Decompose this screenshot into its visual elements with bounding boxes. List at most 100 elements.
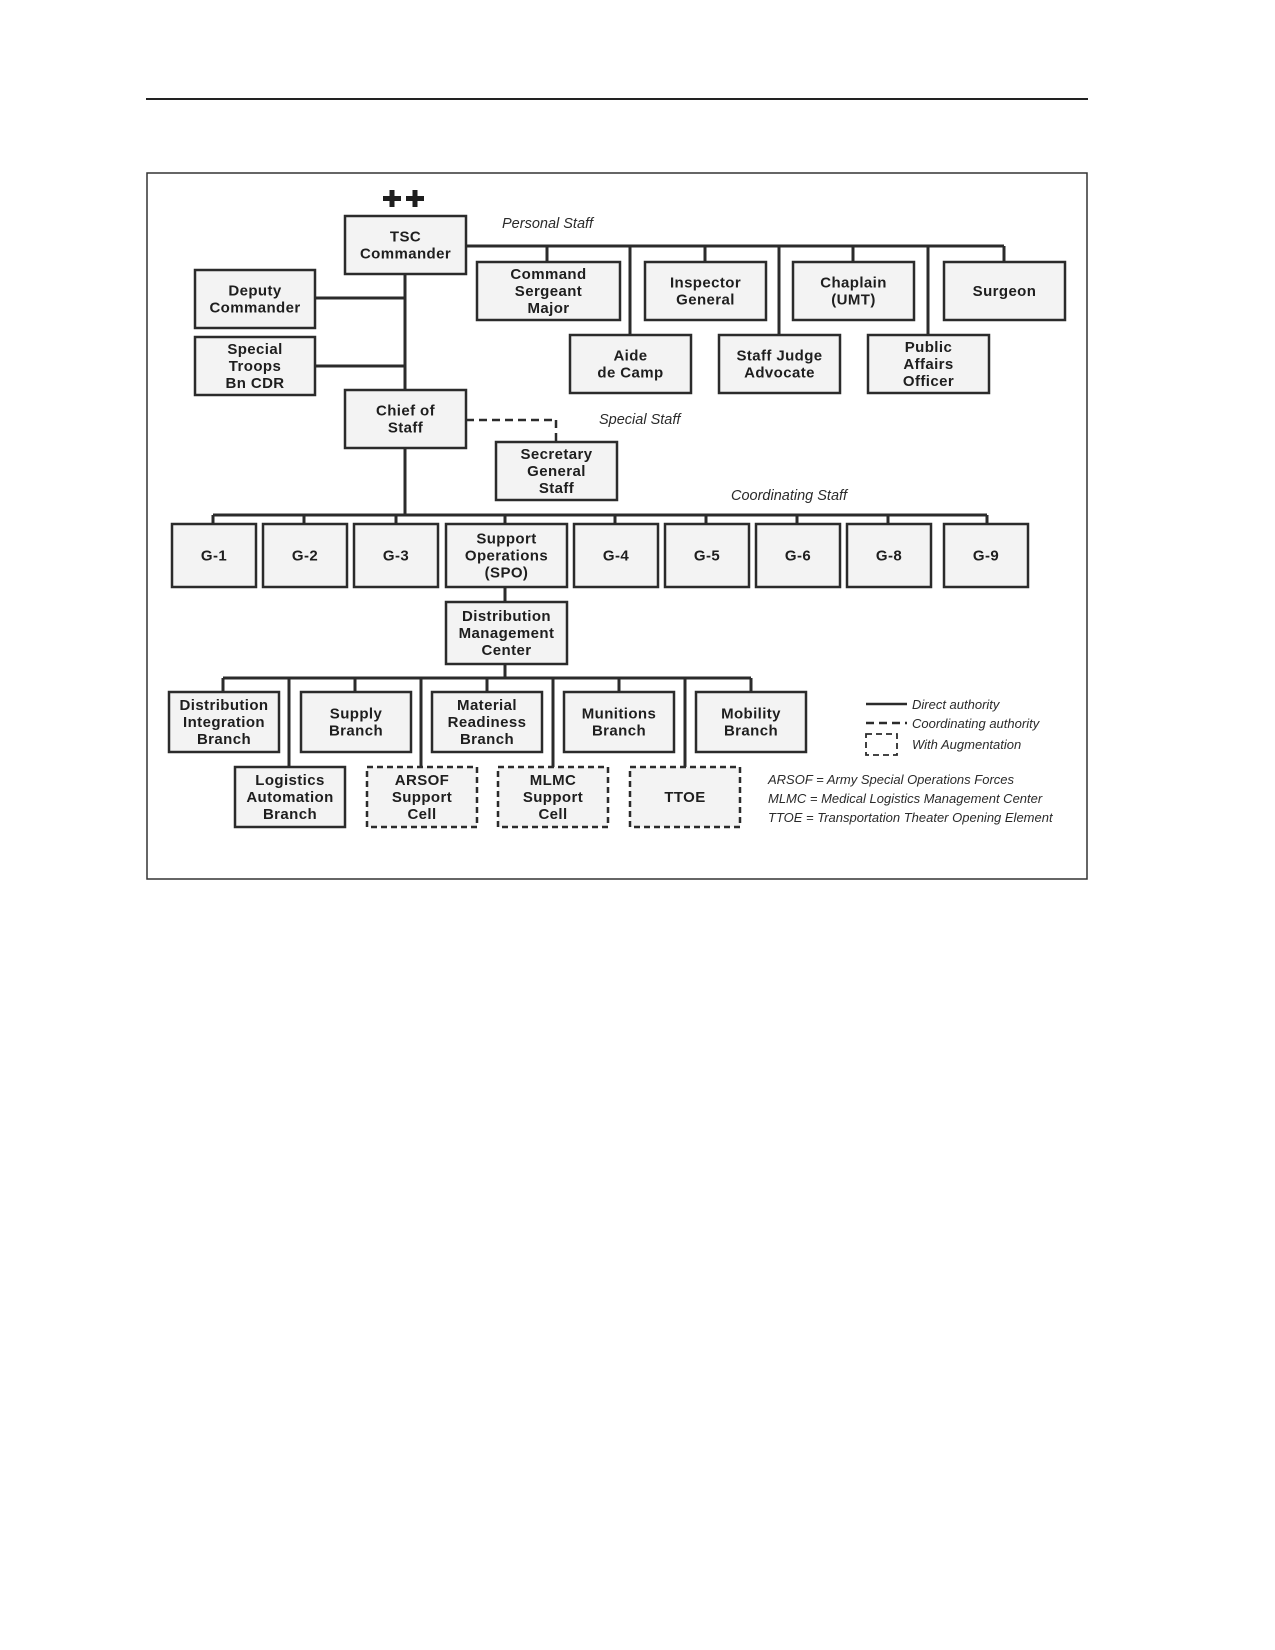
org-box-label: Branch — [197, 731, 251, 748]
org-box-label: Special — [227, 341, 282, 358]
org-box-label: Chief of — [376, 403, 436, 420]
org-box-label: Readiness — [448, 714, 527, 731]
org-box-label: Distribution — [462, 608, 551, 625]
org-box-label: Staff — [388, 420, 424, 437]
org-box-label: Support — [392, 789, 452, 806]
augmentation-swatch — [865, 733, 898, 756]
org-box-label: Commander — [209, 300, 300, 317]
org-box-label: Secretary — [521, 446, 593, 463]
org-box-label: Branch — [329, 723, 383, 740]
org-box-frame — [717, 333, 842, 395]
org-box-frame — [866, 333, 991, 395]
org-box-frame — [791, 260, 916, 322]
org-box-frame — [568, 333, 693, 395]
org-box-frame — [444, 600, 569, 666]
org-box-label: Commander — [360, 246, 451, 263]
org-box-label: G-9 — [973, 548, 999, 565]
org-box-label: G-5 — [694, 548, 720, 565]
org-box-label: Troops — [229, 358, 281, 375]
org-box-label: Branch — [460, 731, 514, 748]
org-box-frame — [193, 268, 317, 330]
org-box-frame — [942, 260, 1067, 322]
org-box-g8: G-8 — [845, 522, 933, 589]
connectors — [211, 244, 1006, 767]
abbrev-mlmc: MLMC = Medical Logistics Management Cent… — [768, 791, 1043, 806]
legend-augmentation: With Augmentation — [912, 737, 1021, 752]
org-box-frame — [562, 690, 676, 754]
org-box-label: Inspector — [670, 275, 741, 292]
org-box-g6: G-6 — [754, 522, 842, 589]
org-box-g2: G-2 — [261, 522, 349, 589]
org-box-label: Support — [476, 531, 536, 548]
org-box-frame — [754, 522, 842, 589]
org-box-label: Management — [459, 625, 555, 642]
org-box-label: G-6 — [785, 548, 811, 565]
org-box-frame — [942, 522, 1030, 589]
org-box-label: Command — [510, 266, 586, 283]
org-box-frame — [496, 765, 610, 829]
special-staff-label: Special Staff — [599, 412, 682, 428]
org-box-frame — [663, 522, 751, 589]
legend: Direct authority Coordinating authority … — [865, 697, 1041, 756]
org-box-frame — [475, 260, 622, 322]
abbrev-arsof: ARSOF = Army Special Operations Forces — [767, 772, 1015, 787]
org-box-label: Branch — [592, 723, 646, 740]
org-box-label: Support — [523, 789, 583, 806]
org-box-label: Operations — [465, 548, 548, 565]
coordinating-staff-label: Coordinating Staff — [731, 488, 849, 504]
org-box-frame — [170, 522, 258, 589]
org-box-label: Deputy — [228, 283, 281, 300]
legend-coordinating: Coordinating authority — [912, 716, 1041, 731]
org-box-label: General — [527, 463, 586, 480]
org-box-frame — [845, 522, 933, 589]
org-box-label: TSC — [390, 229, 421, 246]
org-box-frame — [261, 522, 349, 589]
org-box-frame — [299, 690, 413, 754]
org-box-label: Mobility — [721, 706, 781, 723]
org-box-label: Staff Judge — [736, 348, 822, 365]
org-box-label: Material — [457, 697, 517, 714]
abbrev-ttoe: TTOE = Transportation Theater Opening El… — [768, 810, 1054, 825]
org-box-g4: G-4 — [572, 522, 660, 589]
org-box-label: Integration — [183, 714, 265, 731]
command-insignia-icon — [383, 190, 424, 207]
org-box-label: MLMC — [530, 772, 577, 789]
org-box-frame — [167, 690, 281, 754]
org-box-frame — [572, 522, 660, 589]
org-box-frame — [352, 522, 440, 589]
org-box-frame — [444, 522, 569, 589]
org-box-frame — [343, 214, 468, 276]
org-box-frame — [643, 260, 768, 322]
org-box-label: Sergeant — [515, 283, 582, 300]
org-box-g1: G-1 — [170, 522, 258, 589]
org-box-frame — [694, 690, 808, 754]
org-box-label: Cell — [538, 806, 567, 823]
org-box-label: ARSOF — [395, 772, 450, 789]
page-header-rule — [146, 98, 1088, 100]
org-box-label: Supply — [330, 706, 383, 723]
org-box-label: General — [676, 292, 735, 309]
org-box-frame — [628, 765, 742, 829]
org-box-label: Aide — [613, 348, 647, 365]
org-box-label: Major — [527, 300, 569, 317]
org-box-ttoe: TTOE — [628, 765, 742, 829]
org-box-g5: G-5 — [663, 522, 751, 589]
personal-staff-label: Personal Staff — [502, 216, 595, 232]
org-box-label: G-4 — [603, 548, 629, 565]
org-box-label: Automation — [246, 789, 333, 806]
org-box-label: G-8 — [876, 548, 902, 565]
org-box-g9: G-9 — [942, 522, 1030, 589]
